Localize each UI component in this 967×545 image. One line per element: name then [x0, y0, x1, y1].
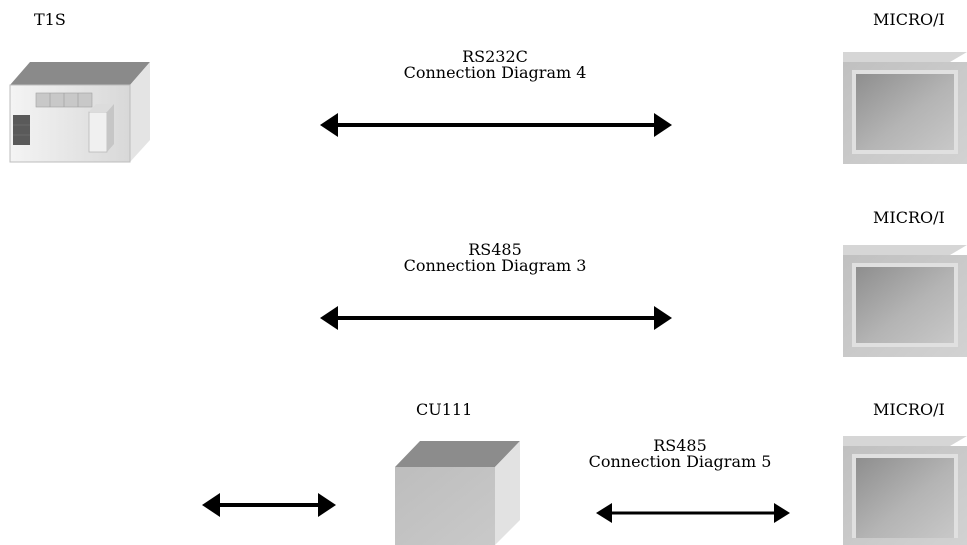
connection-3-diagram: Connection Diagram 5	[588, 452, 772, 471]
arrow-rs485-diagram-3	[320, 306, 672, 330]
panel-2-label: MICRO/I	[873, 208, 945, 227]
connection-2-protocol: RS485	[468, 240, 522, 259]
connection-3-protocol: RS485	[653, 436, 707, 455]
panel-3-label: MICRO/I	[873, 400, 945, 419]
connection-1-diagram: Connection Diagram 4	[403, 63, 587, 82]
cu-label: CU111	[416, 400, 473, 419]
connection-2-diagram: Connection Diagram 3	[403, 256, 587, 275]
connection-1-label: RS232C Connection Diagram 4	[395, 49, 595, 81]
cu-device-icon	[395, 441, 520, 545]
panel-1-icon	[843, 52, 967, 164]
connection-2-label: RS485 Connection Diagram 3	[395, 242, 595, 274]
plc-device-icon	[9, 62, 150, 163]
arrow-plc-to-cu	[202, 493, 336, 517]
plc-label: T1S	[34, 10, 66, 29]
arrow-rs485-diagram-5	[596, 503, 790, 523]
arrow-rs232c-diagram-4	[320, 113, 672, 137]
panel-3-icon	[843, 436, 967, 545]
connection-3-label: RS485 Connection Diagram 5	[580, 438, 780, 470]
panel-1-label: MICRO/I	[873, 10, 945, 29]
connection-1-protocol: RS232C	[462, 47, 528, 66]
panel-2-icon	[843, 245, 967, 357]
